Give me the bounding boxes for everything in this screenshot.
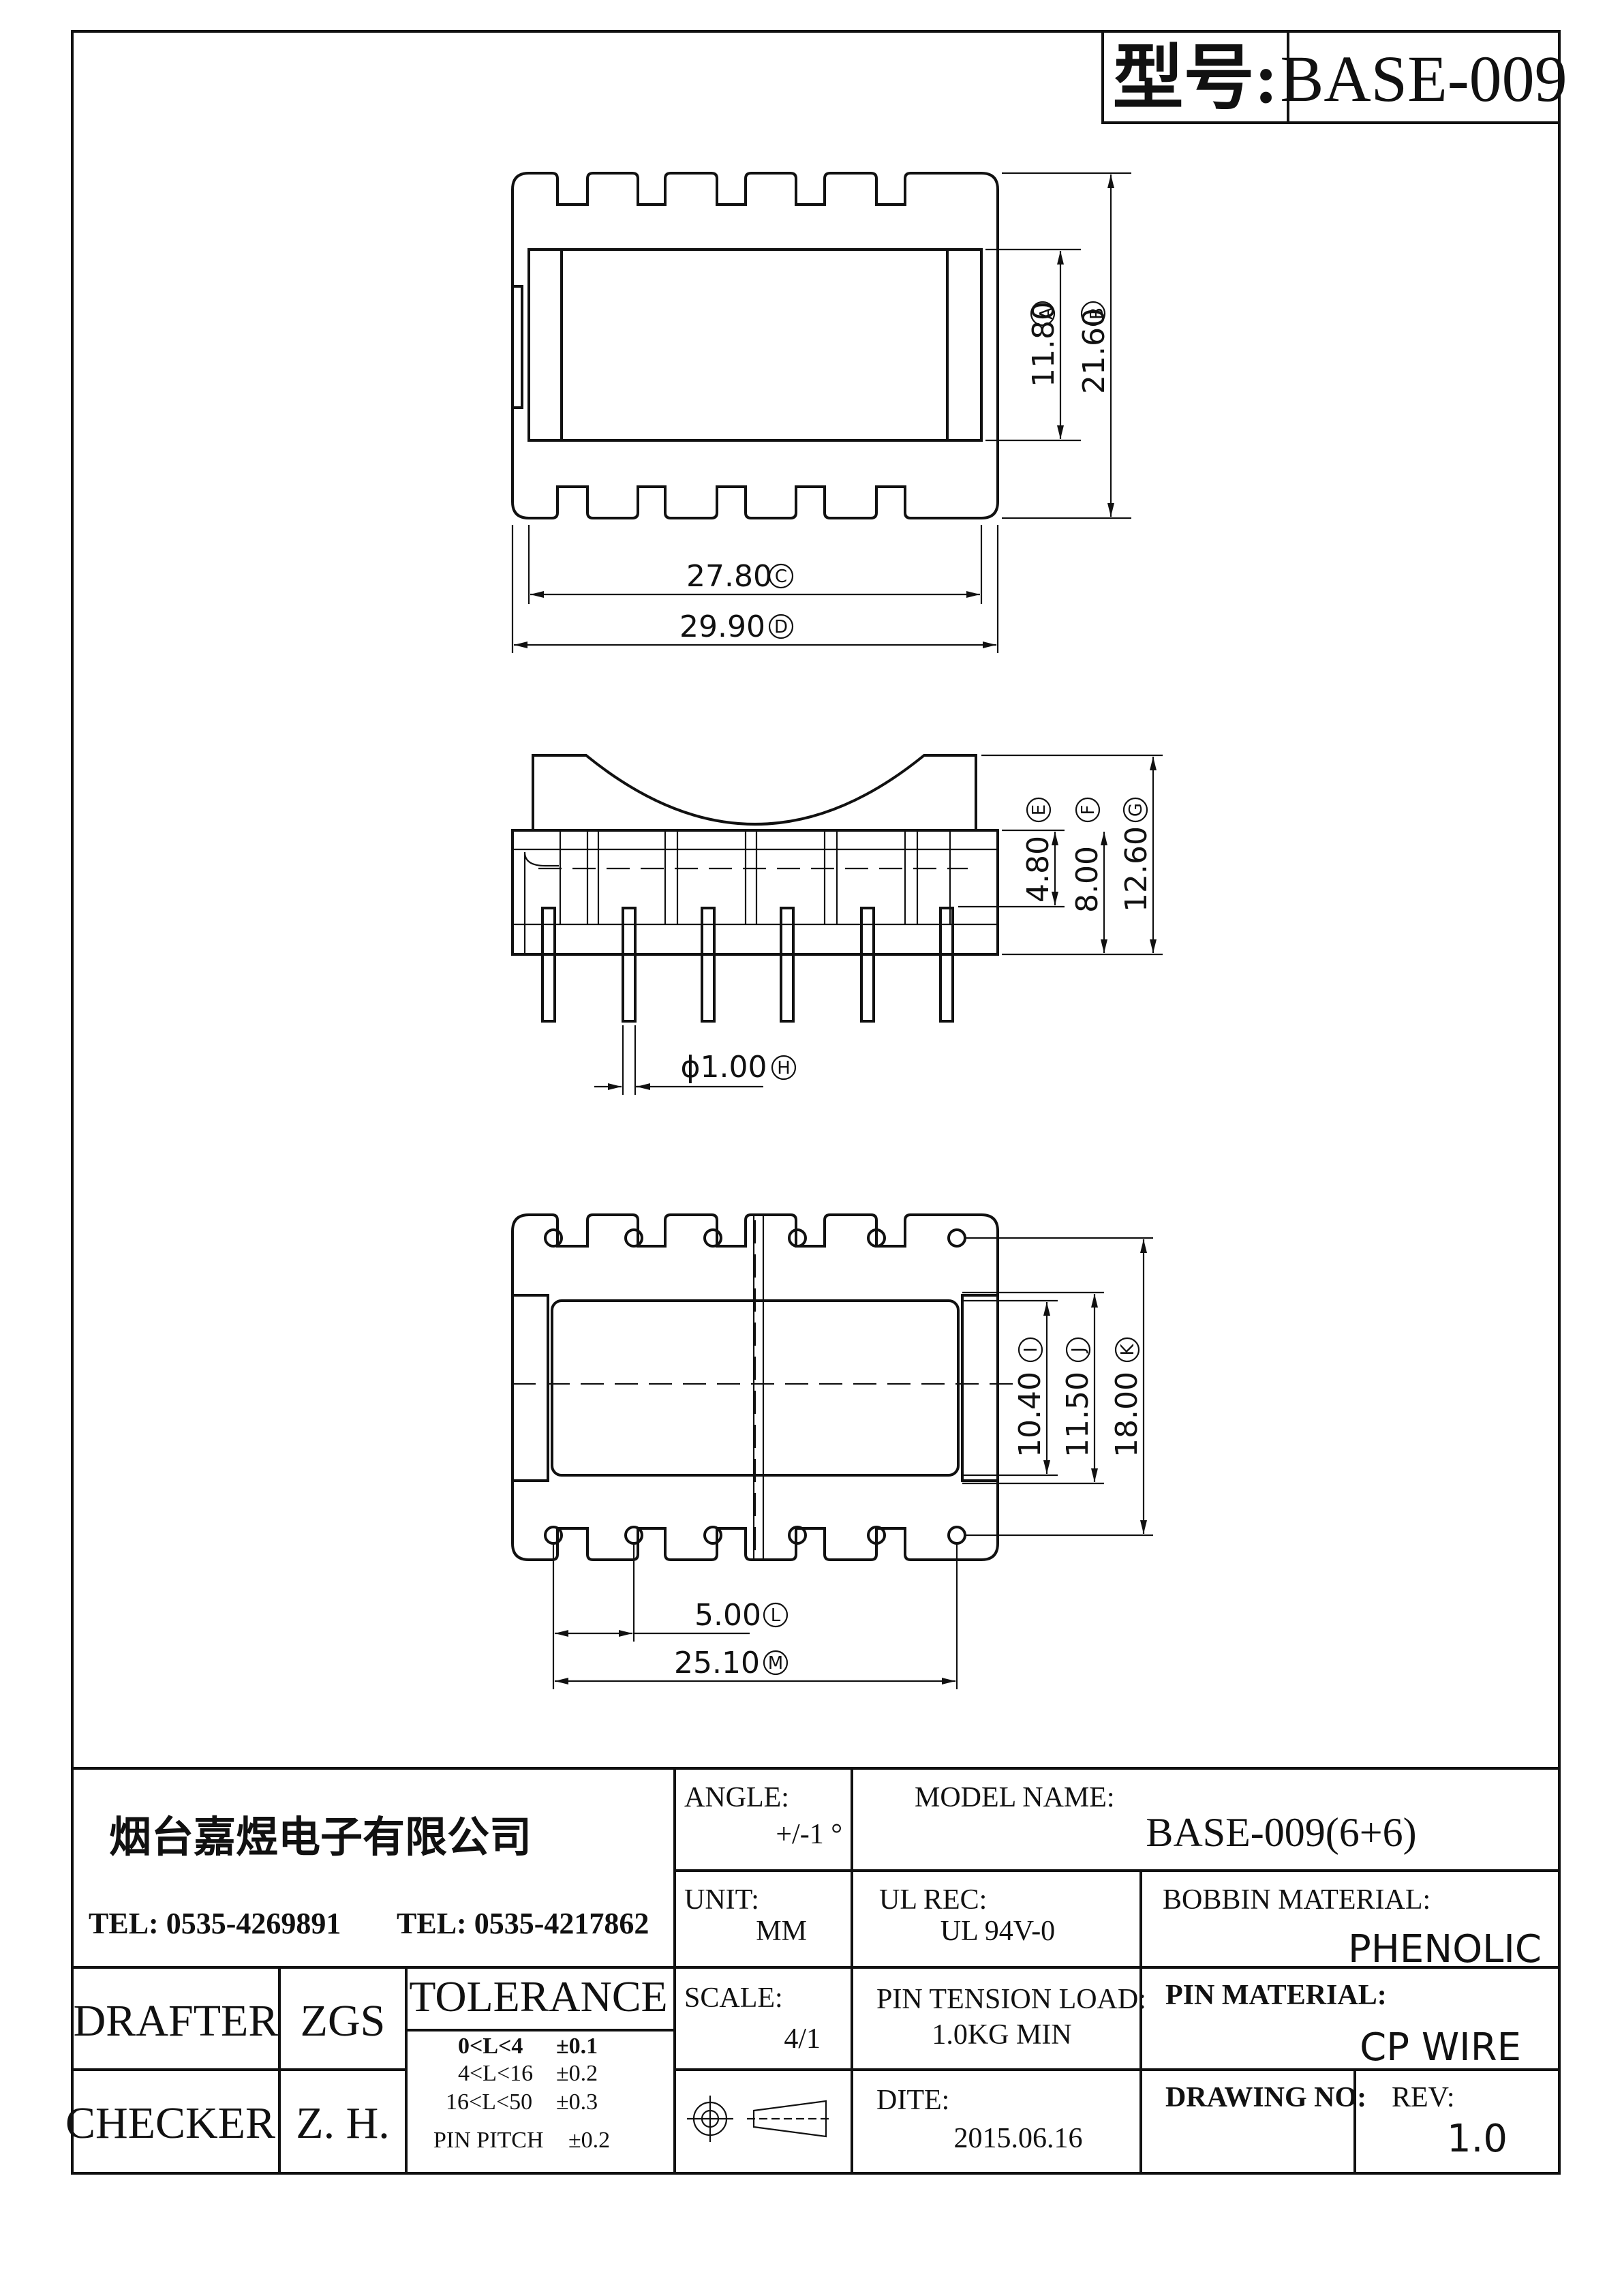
- tolerance-range-2: 4<L<16: [458, 2061, 533, 2086]
- tolerance-value-2: ±0.2: [556, 2061, 598, 2086]
- ul-label: UL REC:: [879, 1884, 987, 1916]
- pin-pitch-label: PIN PITCH: [433, 2128, 544, 2153]
- date-label: DITE:: [876, 2085, 949, 2116]
- dim-e-value: 4.80: [1021, 836, 1056, 903]
- bobbin-value: PHENOLIC: [1348, 1927, 1542, 1972]
- header-model-value: BASE-009: [1280, 42, 1567, 115]
- dim-a-marker-circle: [1030, 301, 1056, 327]
- ul-value: UL 94V-0: [940, 1916, 1055, 1947]
- unit-label: UNIT:: [684, 1884, 759, 1916]
- model-name-value: BASE-009(6+6): [1146, 1810, 1416, 1855]
- dim-m-value: 25.10: [674, 1646, 760, 1680]
- dim-g-marker: G: [1126, 803, 1146, 817]
- dim-m-marker-circle: [763, 1650, 789, 1676]
- scale-label: SCALE:: [684, 1982, 783, 2014]
- dim-l-value: 5.00: [694, 1598, 761, 1633]
- dim-j-marker: J: [1069, 1347, 1089, 1354]
- dim-e-marker: E: [1029, 804, 1050, 815]
- bottom-view-dimensions: 10.40 I 11.50 J 18.00 K 5.00 L 25.10 M: [552, 1237, 1153, 1689]
- dim-e-marker-circle: [1026, 797, 1052, 823]
- tolerance-range-3: 16<L<50: [446, 2089, 532, 2115]
- drawing-no-label: DRAWING NO:: [1165, 2082, 1366, 2113]
- date-value: 2015.06.16: [954, 2123, 1083, 2154]
- rev-value: 1.0: [1447, 2117, 1508, 2161]
- dim-b-marker: B: [1087, 307, 1107, 320]
- side-view: [511, 754, 999, 1023]
- pin-tension-value: 1.0KG MIN: [932, 2019, 1071, 2051]
- dim-j-marker-circle: [1065, 1337, 1091, 1363]
- tel-2: TEL: 0535-4217862: [397, 1907, 649, 1940]
- dim-k-marker: K: [1118, 1344, 1138, 1356]
- header-model-box: 型号: BASE-009: [1101, 30, 1567, 124]
- checker-value: Z. H.: [296, 2098, 389, 2148]
- dim-d-marker: D: [774, 617, 788, 637]
- dim-a-value: 11.80: [1026, 301, 1061, 387]
- bottom-view: [511, 1213, 1022, 1561]
- drafter-label: DRAFTER: [74, 1996, 279, 2046]
- dim-d-value: 29.90: [679, 609, 765, 644]
- dim-d-marker-circle: [768, 614, 794, 639]
- dim-a-marker: A: [1037, 307, 1057, 320]
- dim-b-marker-circle: [1080, 301, 1106, 327]
- dim-c-marker: C: [775, 567, 787, 587]
- tel-1: TEL: 0535-4269891: [89, 1907, 341, 1940]
- sheet-border: [71, 30, 1561, 2175]
- unit-value: MM: [756, 1916, 807, 1947]
- dim-b-value: 21.60: [1077, 308, 1112, 394]
- dim-g-marker-circle: [1122, 797, 1148, 823]
- scale-value: 4/1: [784, 2023, 821, 2055]
- projection-symbol-icon: [687, 2096, 833, 2142]
- top-view: [511, 172, 999, 519]
- drafter-value: ZGS: [301, 1996, 386, 2046]
- header-model-label: 型号:: [1113, 40, 1279, 118]
- dim-i-marker: I: [1021, 1347, 1041, 1353]
- tolerance-title: TOLERANCE: [409, 1972, 667, 2021]
- dim-g-value: 12.60: [1119, 826, 1154, 912]
- pin-material-value: CP WIRE: [1360, 2025, 1521, 2070]
- angle-label: ANGLE:: [684, 1782, 789, 1813]
- dim-l-marker: L: [771, 1605, 781, 1626]
- tolerance-value-1: ±0.1: [556, 2034, 598, 2059]
- dim-c-marker-circle: [768, 563, 794, 589]
- dim-j-value: 11.50: [1060, 1372, 1095, 1457]
- model-name-label: MODEL NAME:: [915, 1782, 1115, 1813]
- side-view-dimensions: 4.80 E 8.00 F 12.60 G ϕ1.00 H: [594, 754, 1163, 1095]
- tolerance-range-1: 0<L<4: [458, 2034, 523, 2059]
- dim-h-value: ϕ1.00: [681, 1050, 767, 1085]
- dim-f-value: 8.00: [1070, 846, 1105, 913]
- dim-f-marker-circle: [1075, 797, 1101, 823]
- dim-h-marker-circle: [771, 1055, 797, 1081]
- dim-i-value: 10.40: [1013, 1372, 1047, 1457]
- dim-i-marker-circle: [1017, 1337, 1043, 1363]
- dim-l-marker-circle: [763, 1602, 789, 1628]
- bobbin-label: BOBBIN MATERIAL:: [1163, 1884, 1430, 1916]
- pin-pitch-tol: ±0.2: [568, 2128, 610, 2153]
- pin-tension-label: PIN TENSION LOAD:: [876, 1984, 1146, 2015]
- dim-k-value: 18.00: [1110, 1372, 1144, 1457]
- pin-material-label: PIN MATERIAL:: [1165, 1980, 1387, 2011]
- title-block: 烟台嘉煜电子有限公司 TEL: 0535-4269891 TEL: 0535-4…: [65, 1767, 1559, 2173]
- dim-c-value: 27.80: [686, 559, 772, 594]
- rev-label: REV:: [1392, 2082, 1455, 2113]
- dim-f-marker: F: [1078, 805, 1099, 815]
- tolerance-value-3: ±0.3: [556, 2089, 598, 2115]
- dim-m-marker: M: [768, 1653, 783, 1674]
- top-view-dimensions: 11.80 A 21.60 B 27.80 C 29.90 D: [511, 172, 1131, 653]
- checker-label: CHECKER: [65, 2098, 275, 2148]
- company-name: 烟台嘉煜电子有限公司: [109, 1814, 532, 1861]
- angle-value: +/-1 °: [776, 1819, 842, 1850]
- dim-k-marker-circle: [1114, 1337, 1140, 1363]
- dim-h-marker: H: [777, 1058, 791, 1078]
